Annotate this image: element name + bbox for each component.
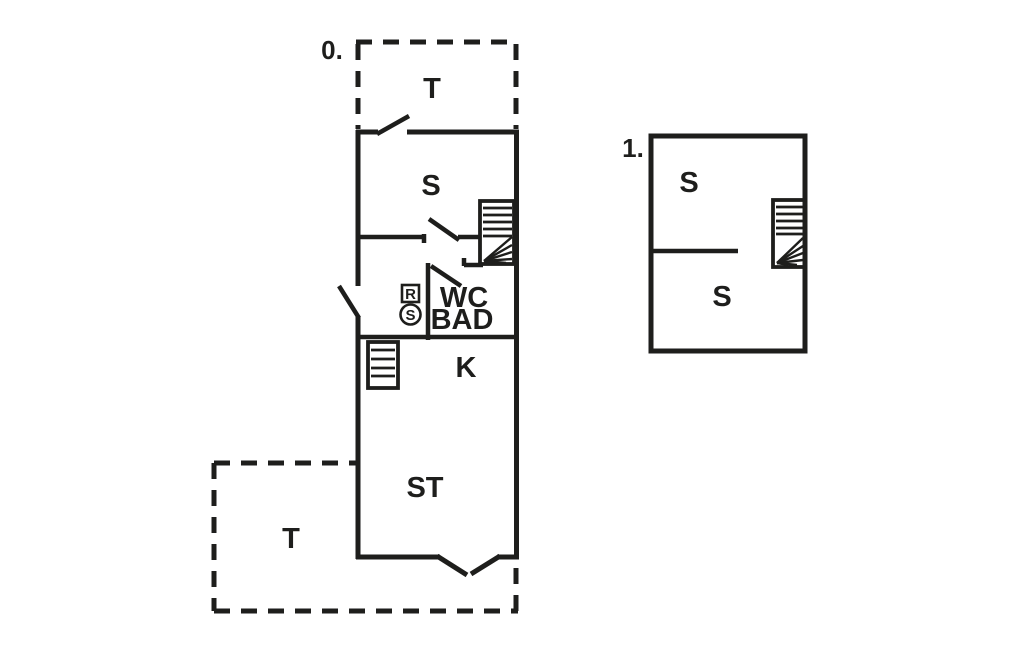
floor1-exterior-walls: [648, 133, 808, 354]
s-circle-symbol: S: [399, 303, 422, 326]
floor0-plan: R S 0. T S WC BAD K ST T: [211, 35, 519, 614]
s-circle-symbol-label: S: [405, 307, 415, 324]
kitchen-label: K: [456, 352, 477, 384]
door-entry: [337, 284, 361, 320]
staircase-main-icon: [478, 199, 516, 266]
wc-label: WC: [440, 282, 488, 314]
staircase-upper-icon: [771, 198, 807, 269]
bedroom-lower-label: S: [712, 281, 731, 313]
radiator-symbol: R: [400, 283, 421, 304]
living-room-label: ST: [406, 472, 443, 504]
bedroom-upper-label: S: [679, 167, 698, 199]
terrace-top-label: T: [423, 73, 441, 105]
floor0-exterior-walls: [355, 129, 519, 578]
door-top-terrace: [375, 114, 411, 136]
radiator-symbol-label: R: [405, 286, 416, 303]
bath-label: BAD: [431, 304, 494, 336]
bedroom-label: S: [421, 170, 440, 202]
floor1-label: 1.: [622, 133, 644, 163]
terrace-bottom-label: T: [282, 523, 300, 555]
floor0-label: 0.: [321, 35, 343, 65]
staircase-basement-icon: [366, 340, 400, 390]
terrace-top-outline: [355, 39, 519, 129]
door-bathroom: [429, 264, 463, 288]
terrace-bottom-outline: [211, 460, 519, 614]
floor1-plan: 1. S S: [622, 133, 808, 354]
door-hall: [427, 217, 461, 242]
